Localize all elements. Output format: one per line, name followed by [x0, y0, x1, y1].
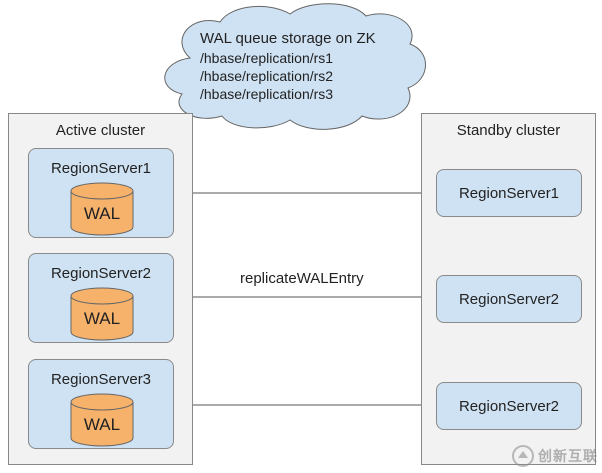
active-region-server-1: RegionServer1 WAL — [28, 148, 174, 238]
watermark-text: 创新互联 — [538, 448, 598, 464]
database-icon — [70, 393, 134, 447]
active-cluster: Active cluster RegionServer1 WAL RegionS… — [8, 113, 193, 465]
zk-path-rs2: /hbase/replication/rs2 — [200, 68, 334, 84]
region-server-label: RegionServer2 — [50, 265, 152, 282]
standby-region-server-2: RegionServer2 — [436, 275, 582, 323]
standby-region-server-1: RegionServer1 — [436, 169, 582, 217]
active-cluster-label: Active cluster — [55, 122, 146, 139]
standby-region-server-3: RegionServer2 — [436, 382, 582, 430]
zk-cloud-title: WAL queue storage on ZK — [200, 30, 376, 47]
watermark: 创新互联 — [512, 445, 598, 467]
region-server-label: RegionServer1 — [50, 160, 152, 177]
replicate-wal-entry-label: replicateWALEntry — [240, 270, 364, 287]
wal-cylinder-2: WAL — [70, 287, 134, 341]
zk-cloud-text: WAL queue storage on ZK /hbase/replicati… — [200, 30, 430, 103]
zk-cloud-shape — [164, 3, 426, 130]
wal-label: WAL — [83, 309, 121, 328]
active-region-server-3: RegionServer3 WAL — [28, 359, 174, 449]
database-icon — [70, 287, 134, 341]
region-server-label: RegionServer2 — [458, 290, 560, 308]
active-region-server-2: RegionServer2 WAL — [28, 253, 174, 343]
zk-path-rs3: /hbase/replication/rs3 — [200, 86, 334, 102]
wal-cylinder-1: WAL — [70, 182, 134, 236]
region-server-label: RegionServer1 — [458, 184, 560, 202]
database-icon — [70, 182, 134, 236]
region-server-label: RegionServer2 — [458, 397, 560, 415]
logo-mark-icon — [512, 445, 534, 467]
region-server-label: RegionServer3 — [50, 371, 152, 388]
wal-label: WAL — [83, 204, 121, 223]
standby-cluster-label: Standby cluster — [456, 122, 561, 139]
zk-path-rs1: /hbase/replication/rs1 — [200, 50, 334, 66]
wal-label: WAL — [83, 415, 121, 434]
standby-cluster: Standby cluster RegionServer1 RegionServ… — [421, 113, 596, 465]
wal-cylinder-3: WAL — [70, 393, 134, 447]
